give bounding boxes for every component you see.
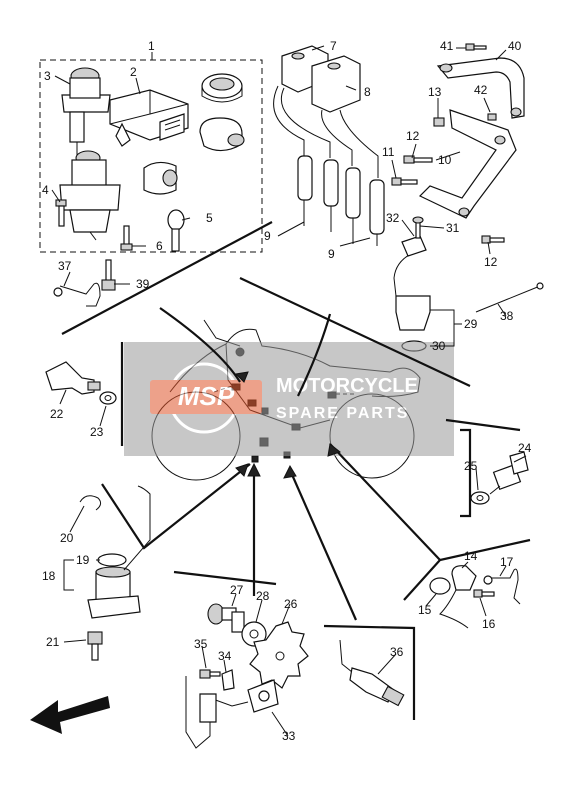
main-switch-assembly bbox=[59, 67, 121, 241]
callout-15: 15 bbox=[418, 603, 432, 617]
bolt-4 bbox=[55, 199, 67, 227]
callout-32: 32 bbox=[386, 211, 400, 225]
key bbox=[167, 209, 185, 252]
rotor-26 bbox=[249, 621, 309, 689]
direction-arrow bbox=[30, 696, 110, 734]
steering-lock bbox=[143, 161, 178, 195]
watermark: MSP MOTORCYCLE SPARE PARTS bbox=[124, 342, 454, 456]
section-lines bbox=[61, 221, 531, 720]
bolt-27 bbox=[207, 603, 245, 633]
bolt-21 bbox=[87, 631, 103, 661]
watermark-logo: MSP bbox=[178, 381, 235, 411]
callout-6: 6 bbox=[156, 239, 163, 253]
callout-5: 5 bbox=[206, 211, 213, 225]
callout-22: 22 bbox=[50, 407, 64, 421]
callout-39: 39 bbox=[136, 277, 150, 291]
callout-34: 34 bbox=[218, 649, 232, 663]
callout-14: 14 bbox=[464, 549, 478, 563]
callout-4: 4 bbox=[42, 183, 49, 197]
ignition-set-dashed-box bbox=[39, 59, 263, 253]
callout-20: 20 bbox=[60, 531, 74, 545]
callout-29: 29 bbox=[464, 317, 478, 331]
callout-26: 26 bbox=[284, 597, 298, 611]
callout-labels: 1 2 3 4 5 6 7 8 9 9 10 11 12 12 13 14 15… bbox=[42, 39, 532, 743]
callout-28: 28 bbox=[256, 589, 270, 603]
callout-24: 24 bbox=[518, 441, 532, 455]
bracket-40 bbox=[436, 57, 525, 119]
screw-6 bbox=[120, 225, 133, 251]
washer-25 bbox=[470, 491, 490, 505]
bolt-39 bbox=[101, 259, 116, 291]
callout-30: 30 bbox=[432, 339, 446, 353]
callout-16: 16 bbox=[482, 617, 496, 631]
clip-34 bbox=[221, 669, 235, 691]
sensor-14 bbox=[429, 565, 477, 629]
callout-31: 31 bbox=[446, 221, 460, 235]
callout-25: 25 bbox=[464, 459, 478, 473]
wire-38 bbox=[475, 282, 544, 313]
plug-caps bbox=[297, 155, 385, 246]
callout-36: 36 bbox=[390, 645, 404, 659]
washer-28 bbox=[241, 621, 267, 647]
seat-lock bbox=[199, 117, 245, 152]
callout-12a: 12 bbox=[406, 129, 420, 143]
switch-18 bbox=[87, 485, 151, 619]
callout-42: 42 bbox=[474, 83, 488, 97]
callout-8: 8 bbox=[364, 85, 371, 99]
leader-lines bbox=[51, 45, 527, 737]
callout-41: 41 bbox=[440, 39, 454, 53]
bracket-10 bbox=[418, 109, 517, 219]
callout-3: 3 bbox=[44, 69, 51, 83]
callout-18: 18 bbox=[42, 569, 56, 583]
callout-23: 23 bbox=[90, 425, 104, 439]
ignitor-unit bbox=[109, 89, 189, 147]
callout-11: 11 bbox=[382, 145, 395, 159]
callout-7: 7 bbox=[330, 39, 337, 53]
ignition-coils bbox=[273, 45, 379, 178]
sensor-29-assembly bbox=[393, 216, 431, 352]
sensor-36 bbox=[339, 639, 405, 707]
callout-21: 21 bbox=[46, 635, 60, 649]
lead-clamp-37 bbox=[53, 282, 101, 307]
sensor-33 bbox=[185, 676, 279, 749]
callout-40: 40 bbox=[508, 39, 522, 53]
callout-13: 13 bbox=[428, 85, 442, 99]
lead-17 bbox=[483, 568, 521, 605]
callout-35: 35 bbox=[194, 637, 208, 651]
clip-20 bbox=[79, 495, 102, 511]
callout-37: 37 bbox=[58, 259, 72, 273]
callout-9a: 9 bbox=[264, 229, 271, 243]
callout-19: 19 bbox=[76, 553, 90, 567]
callout-33: 33 bbox=[282, 729, 296, 743]
callout-38: 38 bbox=[500, 309, 514, 323]
watermark-line2: SPARE PARTS bbox=[276, 405, 409, 422]
bolt-16 bbox=[473, 589, 495, 598]
sensor-22 bbox=[45, 361, 101, 395]
callout-2: 2 bbox=[130, 65, 137, 79]
screw-35 bbox=[199, 669, 221, 679]
washer-23 bbox=[99, 391, 117, 405]
callout-9b: 9 bbox=[328, 247, 335, 261]
small-bolts bbox=[391, 43, 505, 244]
callout-17: 17 bbox=[500, 555, 514, 569]
oring-19 bbox=[97, 553, 127, 567]
watermark-line1: MOTORCYCLE bbox=[276, 375, 418, 397]
callout-1: 1 bbox=[148, 39, 155, 53]
fuel-cap-lock bbox=[201, 73, 243, 103]
callout-12b: 12 bbox=[484, 255, 498, 269]
callout-27: 27 bbox=[230, 583, 244, 597]
callout-10: 10 bbox=[438, 153, 452, 167]
